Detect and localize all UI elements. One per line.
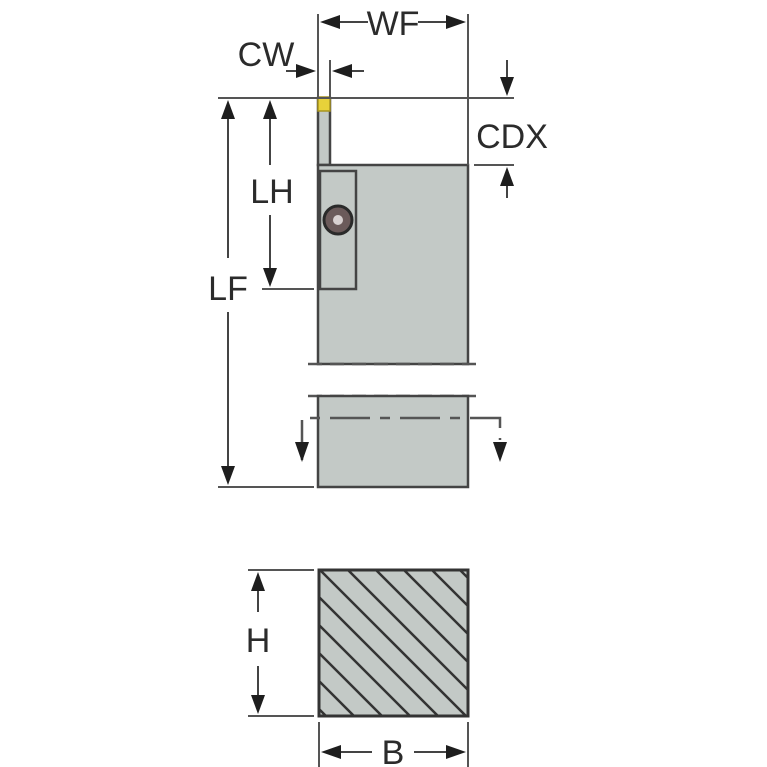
dimension-h: H [246, 569, 314, 717]
shank-lower [316, 394, 470, 489]
arrow-right-icon [296, 64, 316, 78]
arrow-down-icon [263, 268, 277, 287]
section-arrow-right-icon [493, 442, 507, 462]
arrow-down-icon [251, 695, 265, 714]
label-wf: WF [367, 5, 420, 43]
hatch-pattern [319, 570, 468, 716]
dimension-b: B [318, 722, 469, 767]
label-cdx: CDX [476, 118, 548, 156]
dimension-lh: LH [250, 100, 314, 290]
arrow-up-icon [251, 572, 265, 591]
cross-section [317, 568, 470, 718]
label-cw: CW [238, 36, 295, 74]
label-b: B [382, 734, 405, 767]
label-lh: LH [250, 173, 293, 211]
arrow-left-icon [332, 64, 352, 78]
arrow-right-icon [446, 15, 466, 29]
dimension-wf: WF [317, 5, 469, 165]
arrow-left-icon [320, 15, 340, 29]
arrow-down-icon [500, 77, 514, 96]
holder-side-view [295, 96, 507, 489]
label-h: H [246, 622, 271, 660]
insert-tip [317, 96, 331, 112]
section-arrow-left-icon [295, 442, 309, 462]
arrow-up-icon [263, 100, 277, 119]
arrow-down-icon [221, 466, 235, 485]
label-lf: LF [208, 270, 248, 308]
arrow-up-icon [500, 167, 514, 186]
arrow-right-icon [446, 745, 466, 759]
dimension-cdx: CDX [474, 60, 548, 198]
dimension-lf: LF [208, 100, 314, 488]
arrow-up-icon [221, 100, 235, 119]
dimension-cw: CW [238, 36, 364, 98]
arrow-left-icon [321, 745, 341, 759]
section-outline [317, 568, 470, 718]
section-line [300, 416, 502, 460]
